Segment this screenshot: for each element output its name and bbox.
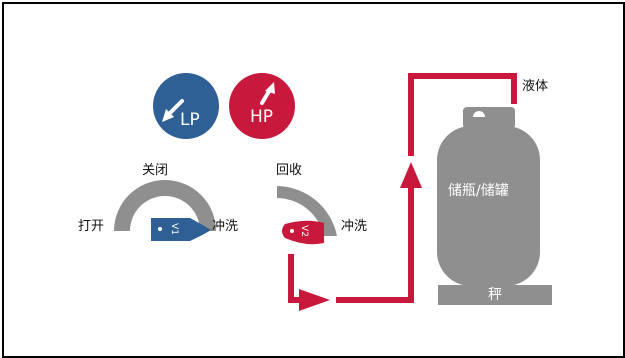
valve1-top-label: 关闭 bbox=[142, 164, 168, 177]
valve2-top-label: 回收 bbox=[276, 164, 302, 177]
valve2-handle[interactable]: V2 bbox=[282, 221, 324, 245]
flow-arrow-up-icon bbox=[400, 162, 422, 188]
flow-arrow-right-icon bbox=[299, 289, 330, 311]
hp-gauge-label: HP bbox=[250, 109, 273, 126]
valve1-right-label: 冲洗 bbox=[212, 220, 238, 233]
liquid-label: 液体 bbox=[522, 80, 548, 93]
hp-gauge bbox=[229, 73, 295, 139]
scale-label: 秤 bbox=[488, 288, 502, 302]
valve1-handle-label: V1 bbox=[169, 223, 179, 235]
valve2-handle-label: V2 bbox=[299, 225, 309, 237]
valve1-left-label: 打开 bbox=[78, 220, 104, 233]
lp-gauge-label: LP bbox=[180, 112, 200, 129]
valve2-right-label: 冲洗 bbox=[341, 220, 367, 233]
tank-label: 储瓶/储罐 bbox=[448, 184, 509, 198]
